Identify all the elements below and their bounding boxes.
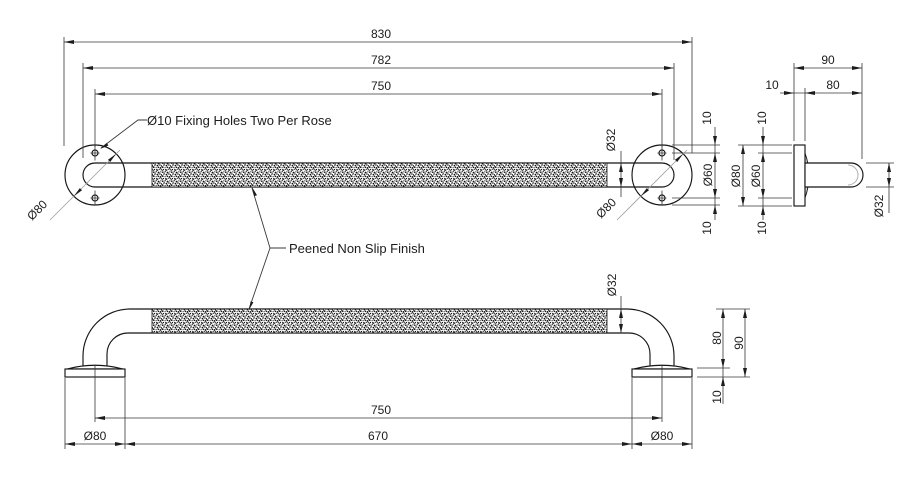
dim-hole-pitch-circle: Ø60 bbox=[701, 163, 715, 186]
dim-margin-bottom: 10 bbox=[755, 221, 769, 235]
dim-projection: 80 bbox=[826, 78, 840, 92]
dim-rose-thickness: 10 bbox=[710, 390, 724, 404]
dim-overall-height: 90 bbox=[732, 336, 746, 350]
dim-rose-diameter-front-left: Ø80 bbox=[84, 429, 107, 443]
dim-fixing-centres-front: 750 bbox=[371, 403, 391, 417]
dim-margin-top: 10 bbox=[755, 111, 769, 125]
fixing-hole bbox=[657, 145, 667, 161]
dim-tube-length: 782 bbox=[371, 53, 391, 67]
note-fixing-holes: Ø10 Fixing Holes Two Per Rose bbox=[147, 113, 332, 128]
dim-cover-diameter: Ø60 bbox=[749, 164, 763, 187]
dim-tube-diameter-side: Ø32 bbox=[872, 194, 886, 217]
side-view: 90 10 80 Ø80 10 Ø60 10 Ø32 bbox=[729, 53, 894, 235]
tube-outline bbox=[82, 162, 675, 188]
dim-underside-height: 80 bbox=[710, 331, 724, 345]
dim-rose-diameter-side: Ø80 bbox=[729, 164, 743, 187]
dim-overall-depth: 90 bbox=[821, 53, 835, 67]
rose-plate-profile bbox=[793, 144, 806, 207]
dim-overall-length: 830 bbox=[371, 27, 391, 41]
extension-lines bbox=[64, 308, 750, 449]
front-view: Ø32 80 10 90 750 Ø80 670 Ø80 Peened Non … bbox=[64, 187, 750, 449]
dim-rose-depth: 10 bbox=[765, 78, 779, 92]
fixing-hole bbox=[657, 190, 667, 206]
note-peened-finish: Peened Non Slip Finish bbox=[289, 241, 425, 256]
dim-edge-to-hole-bottom: 10 bbox=[700, 221, 714, 235]
dim-tube-diameter-plan: Ø32 bbox=[604, 128, 618, 151]
extension-lines bbox=[63, 37, 720, 206]
dim-fixing-centres: 750 bbox=[371, 79, 391, 93]
fixing-hole bbox=[90, 145, 100, 161]
dim-edge-to-hole-top: 10 bbox=[700, 111, 714, 125]
dim-tube-diameter-front: Ø32 bbox=[605, 273, 619, 296]
dim-rose-diameter-front-right: Ø80 bbox=[651, 429, 674, 443]
extension-lines bbox=[738, 63, 894, 207]
fixing-hole bbox=[90, 190, 100, 206]
dim-clear-span: 670 bbox=[368, 429, 388, 443]
peened-band bbox=[151, 162, 608, 188]
plan-view: 830 782 750 Ø32 10 Ø60 10 Ø80 Ø80 Ø10 Fi… bbox=[24, 27, 720, 235]
tube-end-highlight bbox=[847, 164, 859, 186]
tube-end-profile bbox=[804, 162, 864, 188]
peened-band bbox=[151, 308, 608, 334]
